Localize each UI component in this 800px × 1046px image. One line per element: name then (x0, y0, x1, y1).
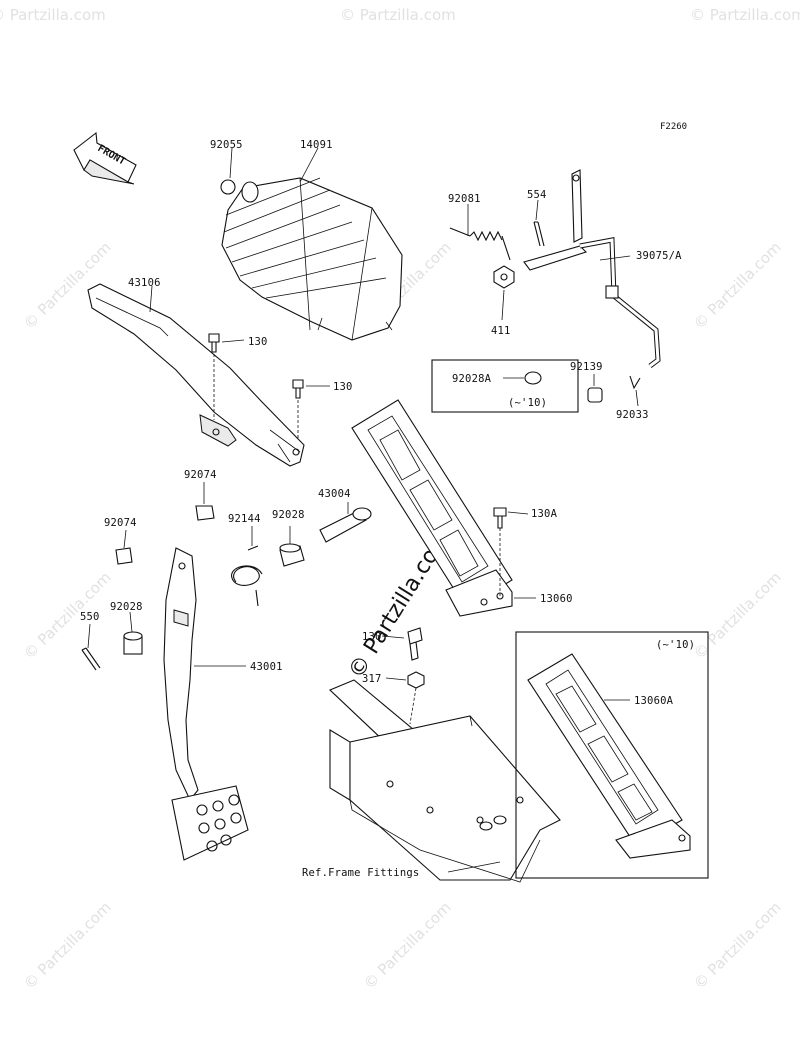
cotter-pin-550 (81, 647, 101, 671)
brake-pedal-43001 (163, 547, 249, 861)
part-labels: 92055 14091 92081 554 39075/A 411 43106 … (80, 139, 695, 879)
cap-92074-a (195, 505, 215, 521)
part-label-43001: 43001 (250, 661, 283, 673)
bushing-92028-b (123, 631, 143, 655)
frame-fittings-bracket (329, 679, 561, 883)
part-label-43004: 43004 (318, 488, 351, 500)
watermark: © Partzilla.com (690, 568, 785, 663)
inset-box-92028A (431, 359, 579, 413)
part-label-13060: 13060 (540, 593, 573, 605)
pin-43004 (319, 507, 372, 543)
part-label-92028-a: 92028 (272, 509, 305, 521)
watermark: © Partzilla.com (690, 6, 800, 24)
front-arrow-icon: FRONT (73, 131, 137, 185)
part-label-550: 550 (80, 611, 100, 623)
nut-317 (407, 671, 425, 725)
part-label-13060A-note: (~'10) (656, 639, 695, 651)
part-label-13060A: 13060A (634, 695, 674, 707)
part-label-130A: 130A (531, 508, 558, 520)
watermark: © Partzilla.com (20, 898, 115, 993)
part-label-92074-b: 92074 (104, 517, 137, 529)
brake-lever-43106 (87, 283, 305, 467)
watermark: © Partzilla.com (0, 6, 106, 24)
pedal-pad-13060 (351, 399, 513, 617)
spring-92144 (231, 545, 263, 607)
cap-92074-b (115, 547, 133, 565)
part-label-130-b: 130 (333, 381, 353, 393)
watermark: © Partzilla.com (690, 238, 785, 333)
part-label-92028A: 92028A (452, 373, 492, 385)
bolt-130-a (208, 333, 220, 420)
part-label-39075A: 39075/A (636, 250, 682, 262)
part-label-92144: 92144 (228, 513, 261, 525)
part-label-411: 411 (491, 325, 511, 337)
part-label-92028-b: 92028 (110, 601, 143, 613)
part-label-317: 317 (362, 673, 382, 685)
part-label-43106: 43106 (128, 277, 161, 289)
watermark: © Partzilla.com (20, 568, 115, 663)
spring-92081 (449, 227, 511, 261)
bushing-92028-a (279, 543, 305, 567)
boot-cover-14091 (220, 177, 403, 341)
leader-lines (87, 147, 639, 873)
bolt-130A (493, 507, 507, 596)
diagram-code: F2260 (660, 122, 687, 132)
bolt-130-b (292, 379, 304, 440)
rod-39075A (523, 169, 661, 368)
part-label-92081: 92081 (448, 193, 481, 205)
collar-92139 (587, 387, 603, 403)
part-label-554: 554 (527, 189, 547, 201)
cotter-pin-554 (533, 221, 545, 247)
watermark: © Partzilla.com (360, 898, 455, 993)
clip-92033 (629, 375, 641, 390)
washer-411 (493, 265, 515, 289)
part-label-92028A-note: (~'10) (508, 397, 547, 409)
watermark: © Partzilla.com (690, 898, 785, 993)
part-label-130-c: 130 (362, 631, 382, 643)
part-label-92033: 92033 (616, 409, 649, 421)
ref-frame-fittings-note: Ref.Frame Fittings (302, 867, 419, 879)
part-label-14091: 14091 (300, 139, 333, 151)
part-label-92074-a: 92074 (184, 469, 217, 481)
part-label-130-a: 130 (248, 336, 268, 348)
inset-box-13060A (515, 631, 709, 879)
part-label-92055: 92055 (210, 139, 243, 151)
watermark: © Partzilla.com (340, 6, 456, 24)
part-label-92139: 92139 (570, 361, 603, 373)
bolt-130-c (407, 627, 423, 661)
